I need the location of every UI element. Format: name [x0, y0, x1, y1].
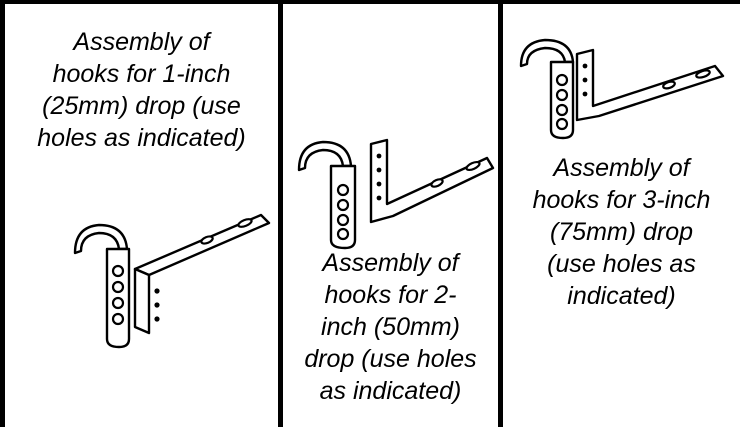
divider-left	[0, 0, 5, 427]
top-border	[0, 0, 740, 4]
panel-3-caption: Assembly of hooks for 3-inch (75mm) drop…	[532, 154, 711, 310]
divider-middle-left	[278, 0, 283, 427]
hook-assembly-1-inch-illustration	[73, 213, 271, 349]
panel-3: Assembly of hooks for 3-inch (75mm) drop…	[503, 4, 740, 427]
panel-1-caption: Assembly of hooks for 1-inch (25mm) drop…	[37, 28, 246, 152]
panel-1: Assembly of hooks for 1-inch (25mm) drop…	[5, 4, 278, 427]
divider-middle-right	[498, 0, 503, 427]
panel-2-caption: Assembly of hooks for 2- inch (50mm) dro…	[304, 249, 477, 405]
hook-assembly-3-inch-illustration	[519, 38, 725, 140]
panel-2: Assembly of hooks for 2- inch (50mm) dro…	[283, 4, 498, 427]
hook-assembly-2-inch-illustration	[297, 138, 495, 250]
